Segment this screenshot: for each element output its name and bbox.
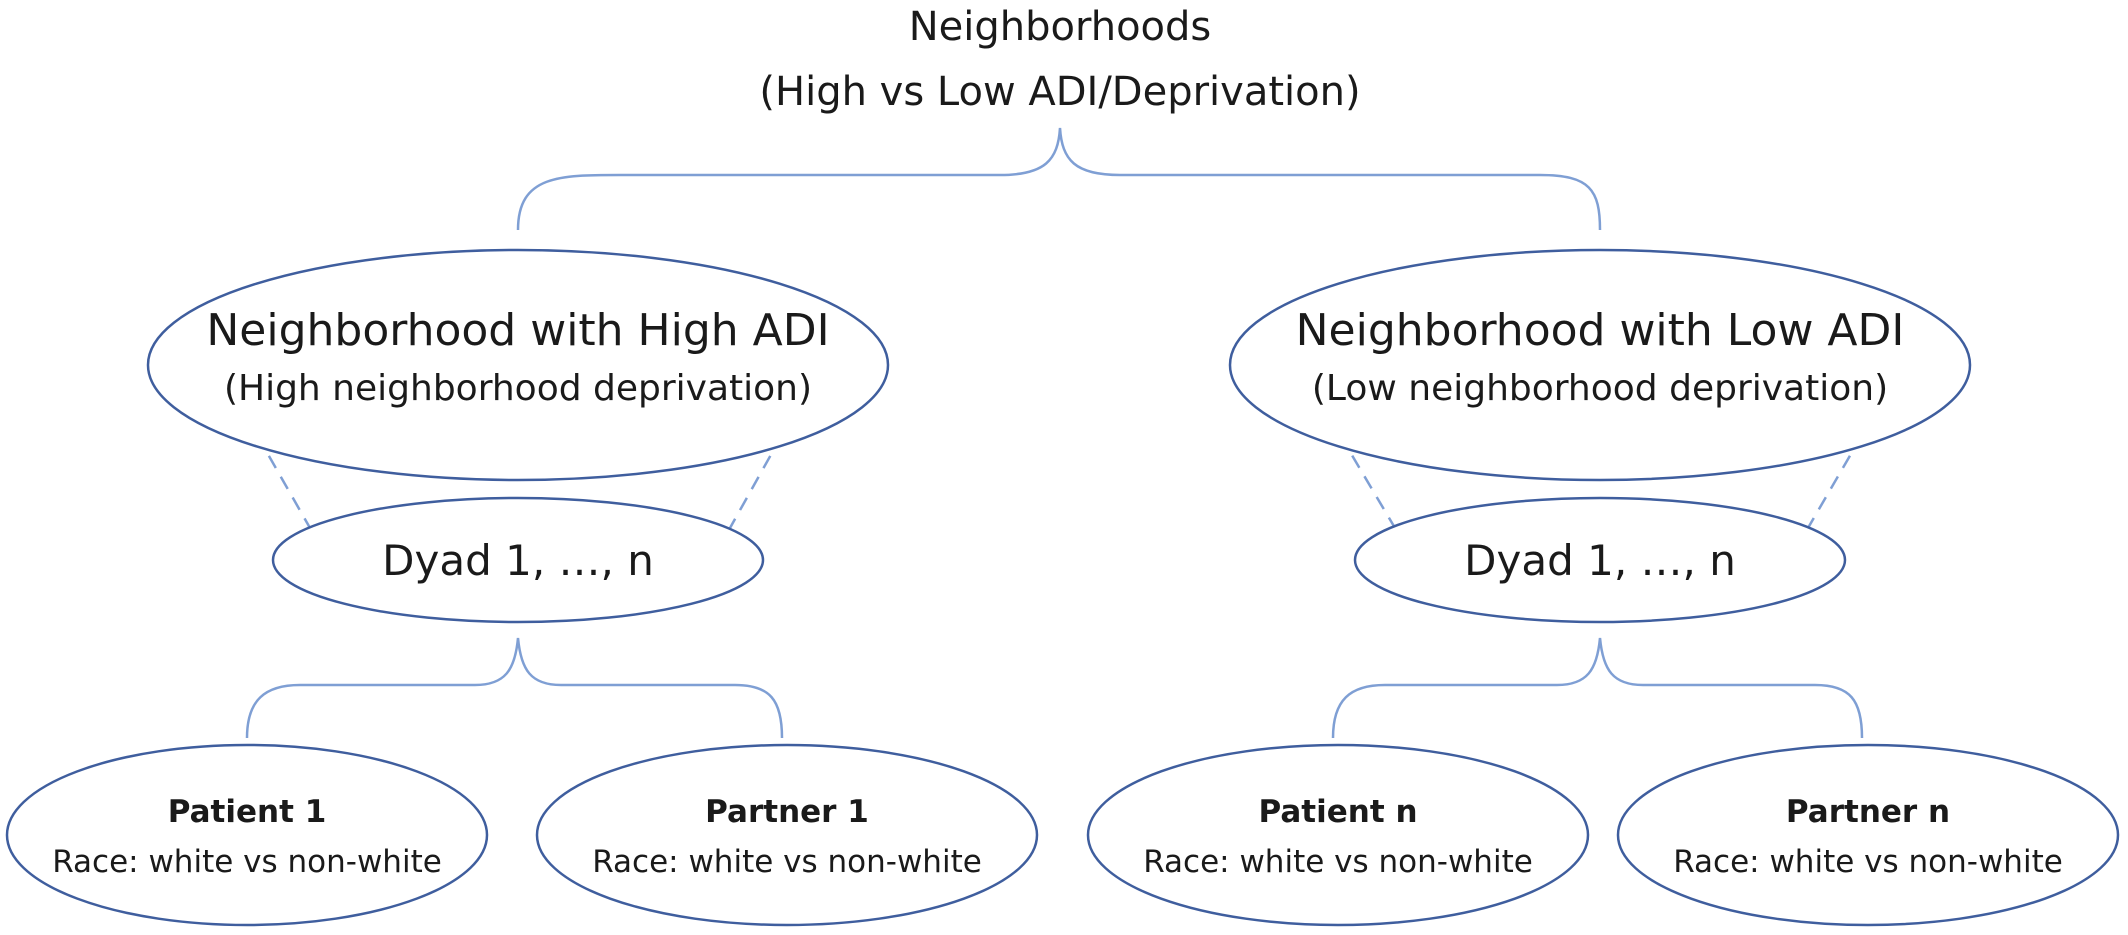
partner-1-detail: Race: white vs non-white [592, 844, 982, 880]
connector-high-right [728, 434, 784, 529]
partner-n-node [1616, 743, 2120, 927]
low-adi-title: Neighborhood with Low ADI [1296, 305, 1905, 356]
high-adi-title: Neighborhood with High ADI [206, 305, 829, 356]
low-dyad-label: Dyad 1, …, n [1464, 536, 1736, 585]
connector-low-right [1806, 434, 1864, 529]
high-dyad-label: Dyad 1, …, n [382, 536, 654, 585]
root-title: Neighborhoods [909, 4, 1212, 50]
patient-n-node [1086, 743, 1590, 927]
patient-1-detail: Race: white vs non-white [52, 844, 442, 880]
low-dyad-brace [1331, 637, 1864, 739]
high-adi-subtitle: (High neighborhood deprivation) [224, 368, 812, 409]
connector-low-left [1338, 434, 1397, 529]
low-dyad-node [1353, 496, 1847, 624]
patient-n-title: Patient n [1258, 794, 1417, 830]
partner-n-detail: Race: white vs non-white [1673, 844, 2063, 880]
high-dyad-node [271, 496, 765, 624]
low-adi-subtitle: (Low neighborhood deprivation) [1312, 368, 1888, 409]
partner-n-title: Partner n [1786, 794, 1950, 830]
root-subtitle: (High vs Low ADI/Deprivation) [759, 69, 1360, 115]
high-dyad-brace [245, 637, 784, 739]
root-brace [516, 127, 1602, 231]
patient-1-title: Patient 1 [168, 794, 327, 830]
partner-1-node [535, 743, 1039, 927]
high-adi-node [146, 248, 890, 482]
partner-1-title: Partner 1 [705, 794, 869, 830]
low-adi-node [1228, 248, 1972, 482]
patient-1-node [5, 743, 489, 927]
connector-high-left [255, 434, 312, 529]
patient-n-detail: Race: white vs non-white [1143, 844, 1533, 880]
